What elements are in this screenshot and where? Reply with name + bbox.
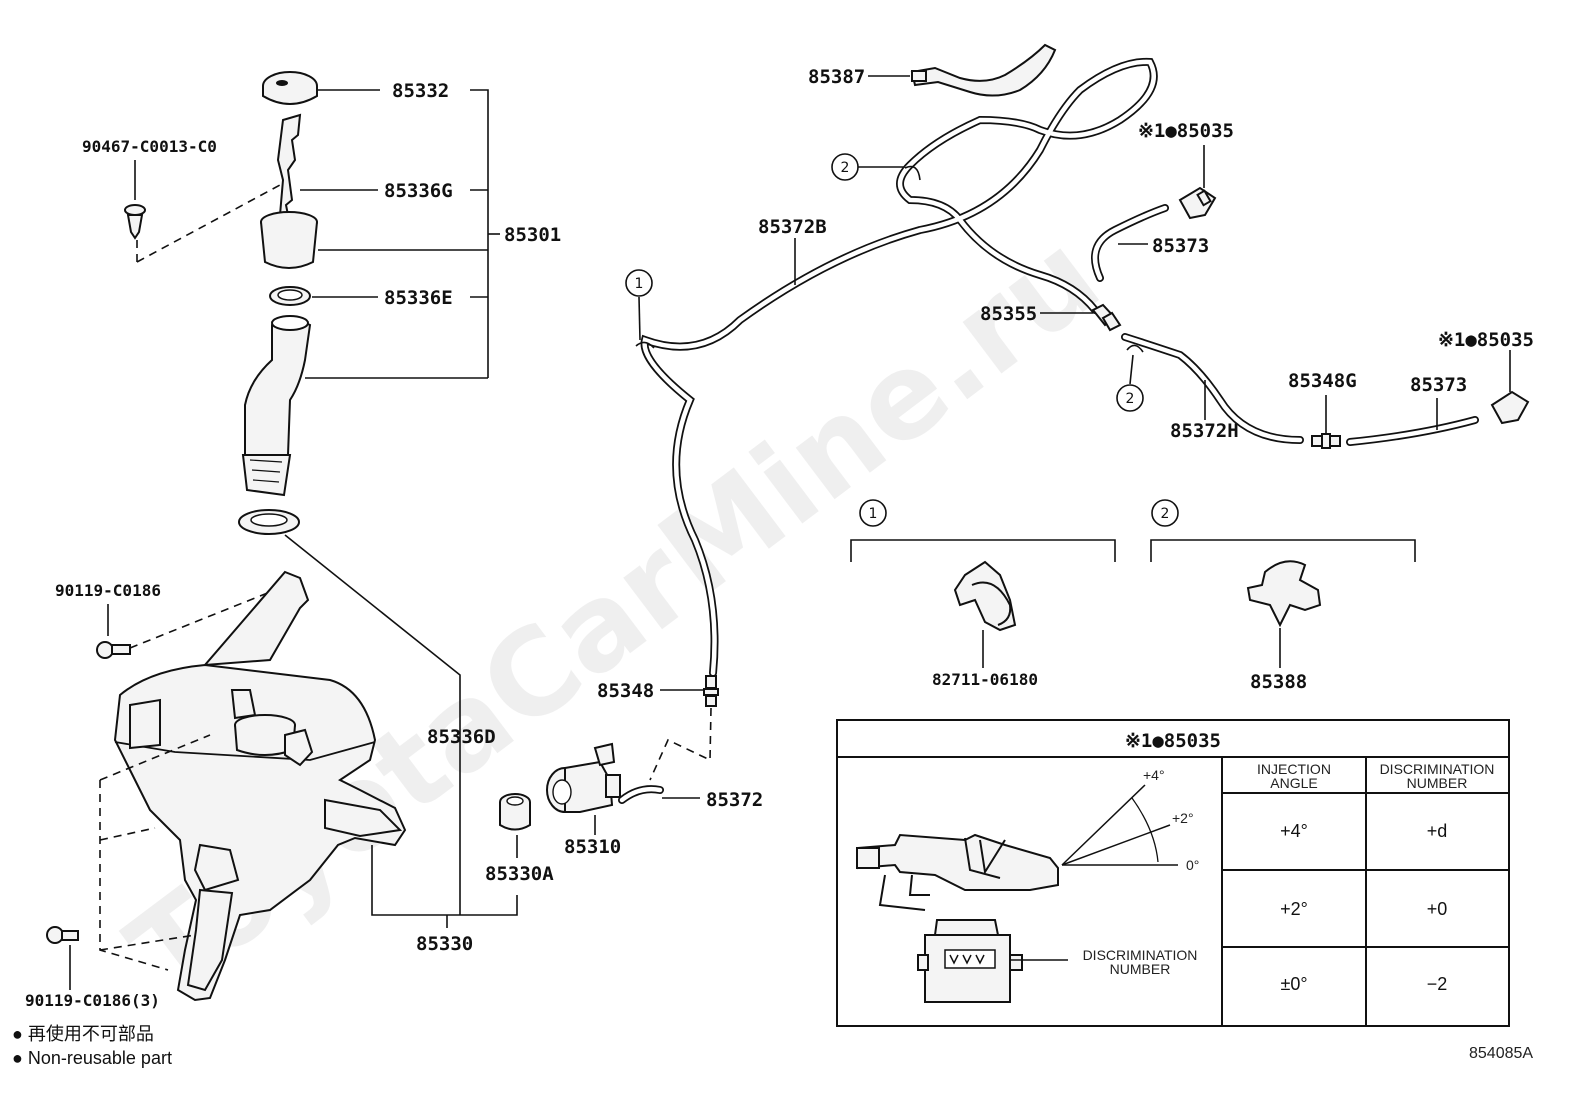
seal-85336e-part[interactable] bbox=[269, 286, 311, 306]
label-85348[interactable]: 85348 bbox=[597, 680, 654, 702]
label-90119-top[interactable]: 90119-C0186 bbox=[55, 581, 161, 600]
label-85035-lower[interactable]: ※1●85035 bbox=[1438, 329, 1534, 351]
hose-85373-upper-part[interactable] bbox=[1091, 204, 1169, 282]
svg-text:2: 2 bbox=[1161, 506, 1170, 522]
legend-jp: ● 再使用不可部品 bbox=[12, 1024, 154, 1044]
label-85372[interactable]: 85372 bbox=[706, 789, 763, 811]
label-85372b[interactable]: 85372B bbox=[758, 216, 827, 238]
nozzle-angle-figure: +4° +2° 0° bbox=[856, 767, 1199, 911]
disc-number-label-l1: DISCRIMINATION bbox=[1083, 947, 1198, 963]
table-number-cell: −2 bbox=[1427, 974, 1448, 994]
label-85330a[interactable]: 85330A bbox=[485, 863, 554, 885]
label-85355[interactable]: 85355 bbox=[980, 303, 1037, 325]
pump-85310-part[interactable] bbox=[546, 742, 621, 813]
diagram-id: 854085A bbox=[1469, 1045, 1533, 1062]
nozzle-spec-table: ※1●85035 INJECTION ANGLE DISCRIMINATION … bbox=[836, 719, 1510, 1027]
nozzle-85035-lower-part[interactable] bbox=[1490, 390, 1530, 425]
clamp-85388-part[interactable] bbox=[1246, 560, 1322, 628]
protector-85387-part[interactable] bbox=[910, 43, 1057, 97]
connector-85348-part[interactable] bbox=[703, 675, 719, 707]
label-90119-bottom[interactable]: 90119-C0186(3) bbox=[25, 991, 160, 1010]
callout-2-top: 2 bbox=[831, 153, 905, 181]
label-85388[interactable]: 85388 bbox=[1250, 671, 1307, 693]
svg-text:2: 2 bbox=[841, 160, 850, 176]
angle-label-4: +4° bbox=[1143, 767, 1165, 783]
grommet-part[interactable] bbox=[238, 509, 300, 535]
joint-85355-part[interactable] bbox=[1091, 303, 1122, 332]
strainer-85336g-part[interactable] bbox=[276, 113, 302, 216]
detail-2-callout: 2 bbox=[1151, 499, 1179, 527]
label-85301[interactable]: 85301 bbox=[504, 224, 561, 246]
table-number-cell: +d bbox=[1427, 821, 1448, 841]
hose-85372h-part[interactable] bbox=[1121, 333, 1304, 444]
strainer-cup-part[interactable] bbox=[260, 211, 318, 269]
label-85336e[interactable]: 85336E bbox=[384, 287, 453, 309]
disc-number-label-l2: NUMBER bbox=[1110, 961, 1171, 977]
filler-pipe-part[interactable] bbox=[241, 315, 312, 497]
svg-text:1: 1 bbox=[869, 506, 878, 522]
col-discrimination-number-l1: DISCRIMINATION bbox=[1380, 761, 1495, 777]
bolt-90119-bottom-part[interactable] bbox=[46, 926, 79, 944]
col-injection-angle-l1: INJECTION bbox=[1257, 761, 1331, 777]
label-85387[interactable]: 85387 bbox=[808, 66, 865, 88]
label-85336d[interactable]: 85336D bbox=[427, 726, 496, 748]
washer-tank-part[interactable] bbox=[113, 570, 407, 1002]
label-85336g[interactable]: 85336G bbox=[384, 180, 453, 202]
bolt-90119-top-part[interactable] bbox=[96, 641, 131, 659]
label-82711[interactable]: 82711-06180 bbox=[932, 670, 1038, 689]
connector-figure bbox=[917, 919, 1023, 1003]
cap-85332-part[interactable] bbox=[262, 71, 318, 105]
hose-85372b-part[interactable] bbox=[640, 57, 1158, 677]
nozzle-85035-upper-part[interactable] bbox=[1178, 186, 1217, 220]
angle-label-2: +2° bbox=[1172, 810, 1194, 826]
table-angle-cell: +4° bbox=[1280, 821, 1308, 841]
callout-2-lower: 2 bbox=[1116, 354, 1144, 412]
angle-label-0: 0° bbox=[1186, 857, 1199, 873]
connector-85348g-part[interactable] bbox=[1311, 433, 1341, 449]
label-90467[interactable]: 90467-C0013-C0 bbox=[82, 137, 217, 156]
detail-1-callout: 1 bbox=[859, 499, 887, 527]
label-85310[interactable]: 85310 bbox=[564, 836, 621, 858]
label-85373-upper[interactable]: 85373 bbox=[1152, 235, 1209, 257]
hose-85372-part[interactable] bbox=[618, 785, 664, 804]
table-angle-cell: +2° bbox=[1280, 899, 1308, 919]
label-85372h[interactable]: 85372H bbox=[1170, 420, 1239, 442]
table-title: ※1●85035 bbox=[1125, 730, 1221, 752]
pump-grommet-85330a-part[interactable] bbox=[499, 793, 531, 831]
table-angle-cell: ±0° bbox=[1280, 974, 1307, 994]
label-85348g[interactable]: 85348G bbox=[1288, 370, 1357, 392]
label-85330[interactable]: 85330 bbox=[416, 933, 473, 955]
label-85332[interactable]: 85332 bbox=[392, 80, 449, 102]
label-85373-lower[interactable]: 85373 bbox=[1410, 374, 1467, 396]
svg-text:2: 2 bbox=[1126, 391, 1135, 407]
clip-90467-part[interactable] bbox=[124, 204, 146, 240]
hose-85373-lower-part[interactable] bbox=[1346, 416, 1479, 446]
svg-text:1: 1 bbox=[635, 276, 644, 292]
legend-en: ● Non-reusable part bbox=[12, 1048, 172, 1068]
table-number-cell: +0 bbox=[1427, 899, 1448, 919]
clamp-82711-part[interactable] bbox=[953, 560, 1017, 632]
callout-1-hose: 1 bbox=[625, 269, 653, 341]
label-85035-upper[interactable]: ※1●85035 bbox=[1138, 120, 1234, 142]
col-discrimination-number-l2: NUMBER bbox=[1407, 775, 1468, 791]
col-injection-angle-l2: ANGLE bbox=[1270, 775, 1317, 791]
